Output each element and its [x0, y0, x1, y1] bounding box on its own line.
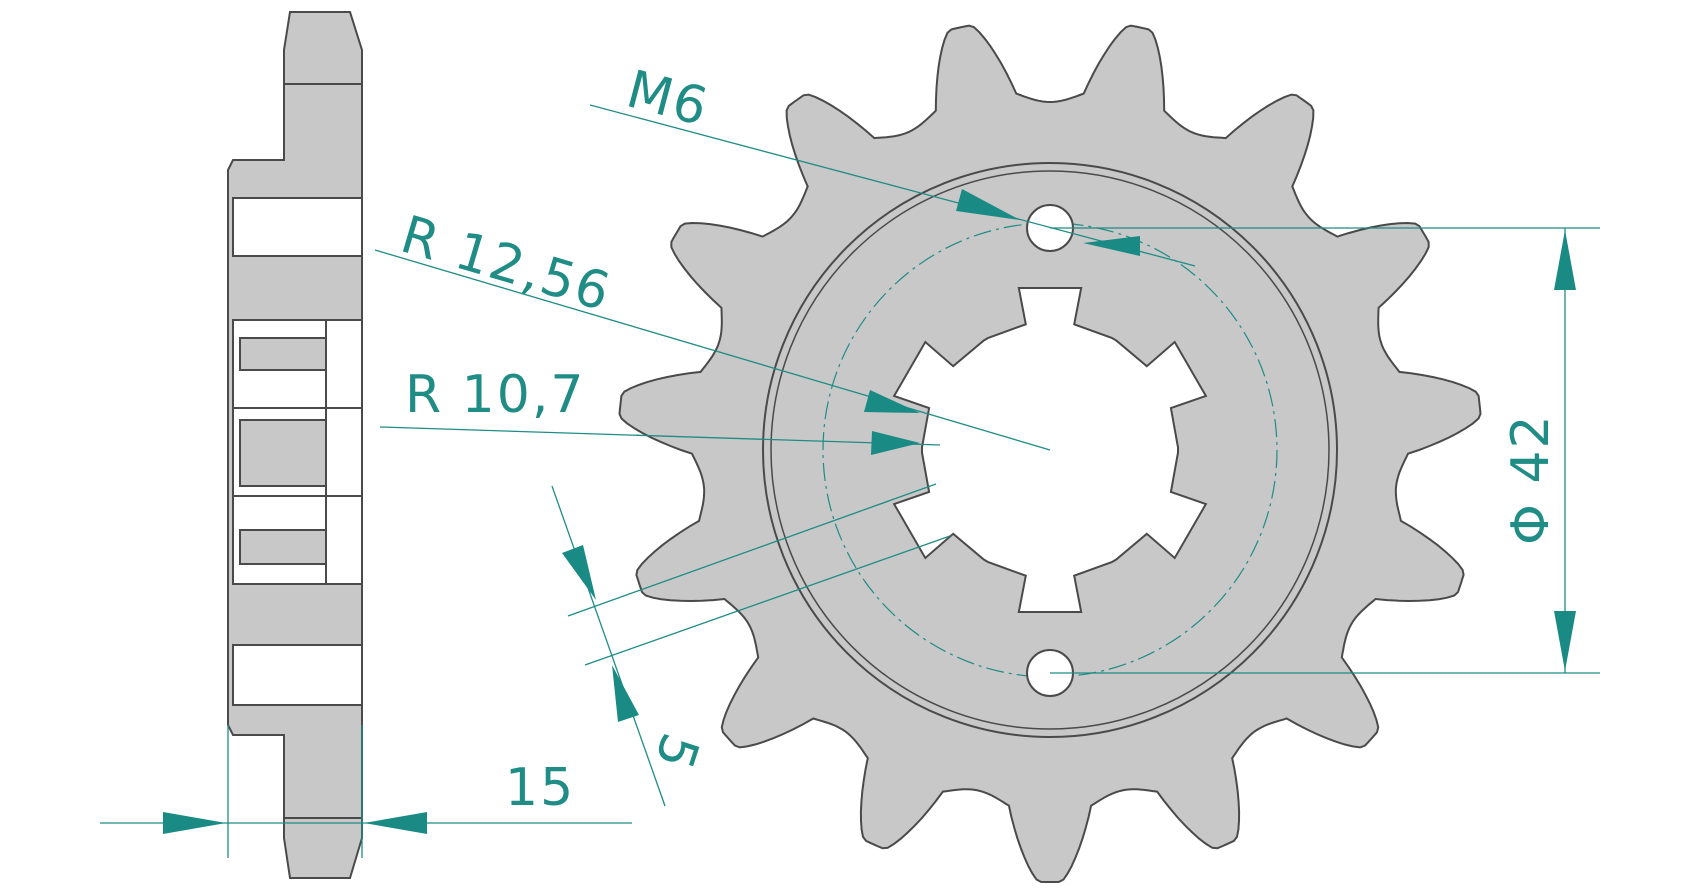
r107-arrow: [871, 431, 920, 455]
side-hub-lower-notch: [239, 529, 327, 565]
side-slot-upper: [232, 197, 363, 257]
label-bolt-circle-diameter: Φ 42: [1501, 413, 1561, 545]
m6-leader: [589, 104, 1196, 267]
dimension-arrows: [163, 189, 1576, 834]
r107-leader: [379, 426, 941, 446]
side-hub-middle-core: [239, 419, 327, 487]
phi42-arrow-bottom: [1554, 611, 1576, 671]
m6-arrow-1: [956, 189, 1020, 220]
sprocket-side-view: [227, 11, 363, 879]
hub-shoulder-inner: [770, 170, 1330, 730]
hub-shoulder-outer: [762, 162, 1338, 738]
label-spline-inner-radius: R 10,7: [405, 365, 585, 425]
spline-width-line-1: [567, 483, 937, 617]
t15-arrow-left: [163, 812, 226, 834]
sprocket-front-view: [618, 24, 1482, 883]
side-slot-lower: [232, 644, 363, 706]
spline-width-arrow-1: [562, 545, 596, 600]
phi42-arrow-top: [1554, 230, 1576, 290]
r1256-arrow: [864, 390, 920, 413]
r1256-leader: [374, 249, 1051, 451]
spline-width-dim-line: [551, 485, 666, 807]
dimension-lines: [100, 104, 1600, 858]
m6-arrow-2: [1083, 236, 1140, 256]
spline-width-line-2: [584, 535, 951, 666]
side-hub-upper-notch: [239, 337, 327, 371]
t15-arrow-right: [364, 812, 427, 834]
label-thickness: 15: [505, 758, 575, 818]
spline-width-arrow-2: [612, 665, 639, 722]
